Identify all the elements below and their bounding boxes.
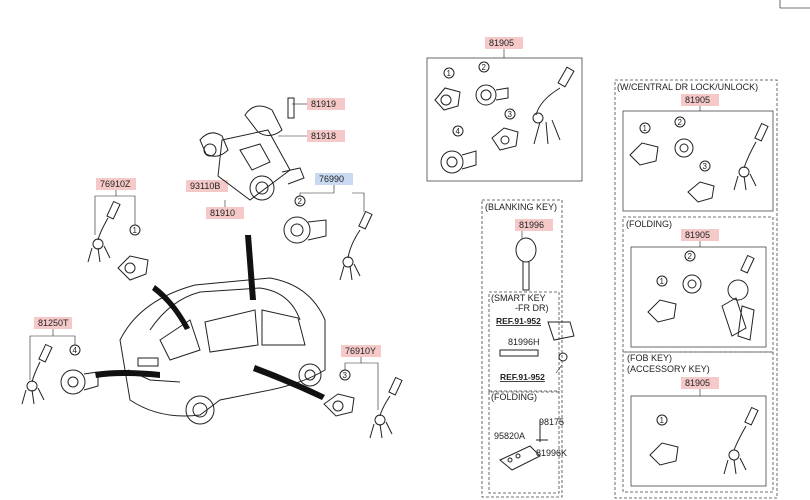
- svg-text:3: 3: [703, 162, 708, 171]
- label-81905-fob: 81905: [685, 378, 710, 388]
- kit-81250T: 81250T 4: [21, 317, 99, 405]
- svg-text:1: 1: [660, 416, 665, 425]
- door-lock-cylinder: 1: [434, 67, 461, 111]
- label-81250T: 81250T: [38, 318, 69, 328]
- kit-box-top: [426, 57, 583, 182]
- folding-right-title: (FOLDING): [626, 219, 672, 229]
- fob-key-frame: [622, 351, 774, 493]
- smart-key-frame: [488, 291, 560, 393]
- ref-link-2[interactable]: REF.91-952: [500, 372, 545, 382]
- kit-81905-top: 81905 1 2 3 4: [426, 37, 583, 182]
- svg-text:4: 4: [456, 127, 461, 136]
- pointer-arrows: [95, 235, 325, 400]
- tag-81905-top: [485, 37, 523, 49]
- kit-76910Y: 76910Y 3: [323, 345, 403, 439]
- blanking-key-frame: [481, 199, 563, 498]
- label-98175: 98175: [539, 417, 564, 427]
- fob-key-title: (FOB KEY): [627, 353, 672, 363]
- glove-box-cylinder: 4: [440, 125, 477, 174]
- label-81910: 81910: [210, 208, 235, 218]
- key-set-top: [532, 66, 575, 145]
- label-81996H: 81996H: [508, 337, 540, 347]
- central-lock-title: (W/CENTRAL DR LOCK/UNLOCK): [617, 82, 758, 92]
- label-81996K: 81996K: [536, 448, 567, 458]
- folding-small-title: (FOLDING): [491, 392, 537, 402]
- blanking-key-group: (BLANKING KEY) 81996 (SMART KEY -FR DR) …: [481, 199, 575, 498]
- folding-small-frame: [488, 390, 560, 494]
- trunk-cylinder: 3: [491, 108, 519, 151]
- label-81919: 81919: [311, 99, 336, 109]
- svg-text:1: 1: [447, 69, 452, 78]
- svg-text:3: 3: [343, 371, 348, 380]
- label-76910Y: 76910Y: [345, 346, 376, 356]
- blanking-key-title: (BLANKING KEY): [485, 202, 557, 212]
- vehicle-illustration: [119, 277, 326, 425]
- central-lock-group: (W/CENTRAL DR LOCK/UNLOCK) 81905 1 2 3 (…: [614, 79, 778, 499]
- kit-76990: 76990 2: [283, 173, 373, 281]
- svg-text:3: 3: [508, 110, 513, 119]
- label-76990: 76990: [319, 174, 344, 184]
- svg-text:1: 1: [133, 226, 138, 235]
- svg-text:2: 2: [298, 197, 303, 206]
- ref-link-1[interactable]: REF.91-952: [496, 316, 541, 326]
- svg-text:2: 2: [482, 63, 487, 72]
- smart-key-subtitle: -FR DR): [515, 303, 549, 313]
- ignition-cylinder: 2: [475, 61, 509, 106]
- svg-text:2: 2: [678, 118, 683, 127]
- smart-key-title: (SMART KEY: [491, 293, 546, 303]
- svg-text:1: 1: [643, 124, 648, 133]
- svg-text:4: 4: [73, 346, 78, 355]
- label-93110B: 93110B: [190, 181, 220, 191]
- kit-76910Z: 76910Z 1: [87, 178, 149, 281]
- label-76910Z: 76910Z: [100, 179, 131, 189]
- svg-text:2: 2: [688, 252, 693, 261]
- svg-text:1: 1: [660, 277, 665, 286]
- label-81996: 81996: [519, 220, 544, 230]
- label-81905-folding: 81905: [685, 230, 710, 240]
- central-lock-frame: [614, 79, 778, 499]
- label-81905-top: 81905: [489, 38, 514, 48]
- label-95820A: 95820A: [494, 431, 525, 441]
- ignition-assembly: 81919 81918 93110B 81910: [186, 97, 345, 219]
- accessory-key-title: (ACCESSORY KEY): [627, 364, 710, 374]
- label-81918: 81918: [311, 131, 336, 141]
- label-81905-central: 81905: [685, 95, 710, 105]
